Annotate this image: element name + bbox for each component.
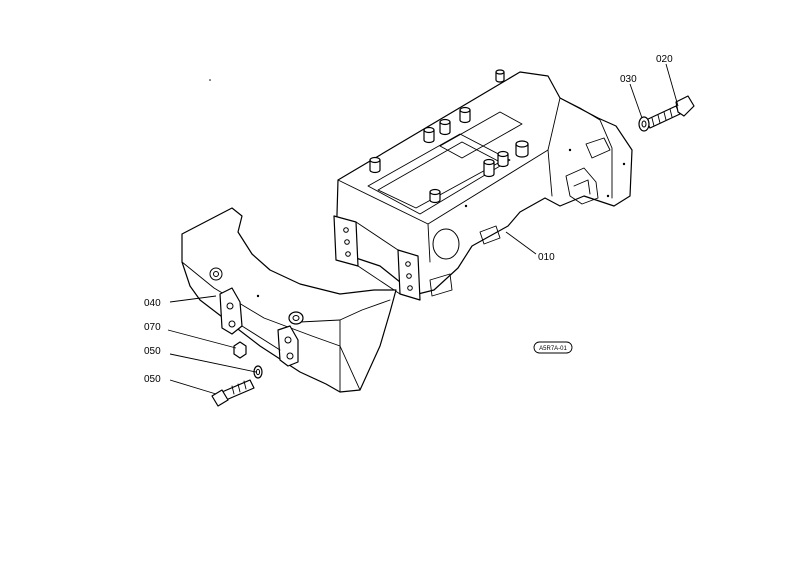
callout-050-upper: 050: [144, 346, 161, 357]
front-frame: [333, 69, 633, 301]
boss-top: [288, 311, 304, 325]
callout-040: 040: [144, 298, 161, 309]
drawing-code: A5R7A-01: [539, 346, 567, 352]
drawing-code-stamp: A5R7A-01: [533, 341, 573, 354]
bolt-050: [211, 379, 255, 407]
counterweight-bracket-right: [241, 325, 299, 367]
callout-020: 020: [656, 54, 673, 65]
boss-bolts: [369, 69, 529, 204]
callout-070: 070: [144, 322, 161, 333]
nut-070: [233, 341, 247, 359]
callout-030: 030: [620, 74, 637, 85]
bolt-020: [645, 95, 695, 129]
counterweight-bracket-left: [219, 287, 243, 335]
callout-010: 010: [538, 252, 555, 263]
washer-030: [638, 116, 650, 132]
leader-lines: [167, 63, 679, 395]
callout-050-lower: 050: [144, 374, 161, 385]
